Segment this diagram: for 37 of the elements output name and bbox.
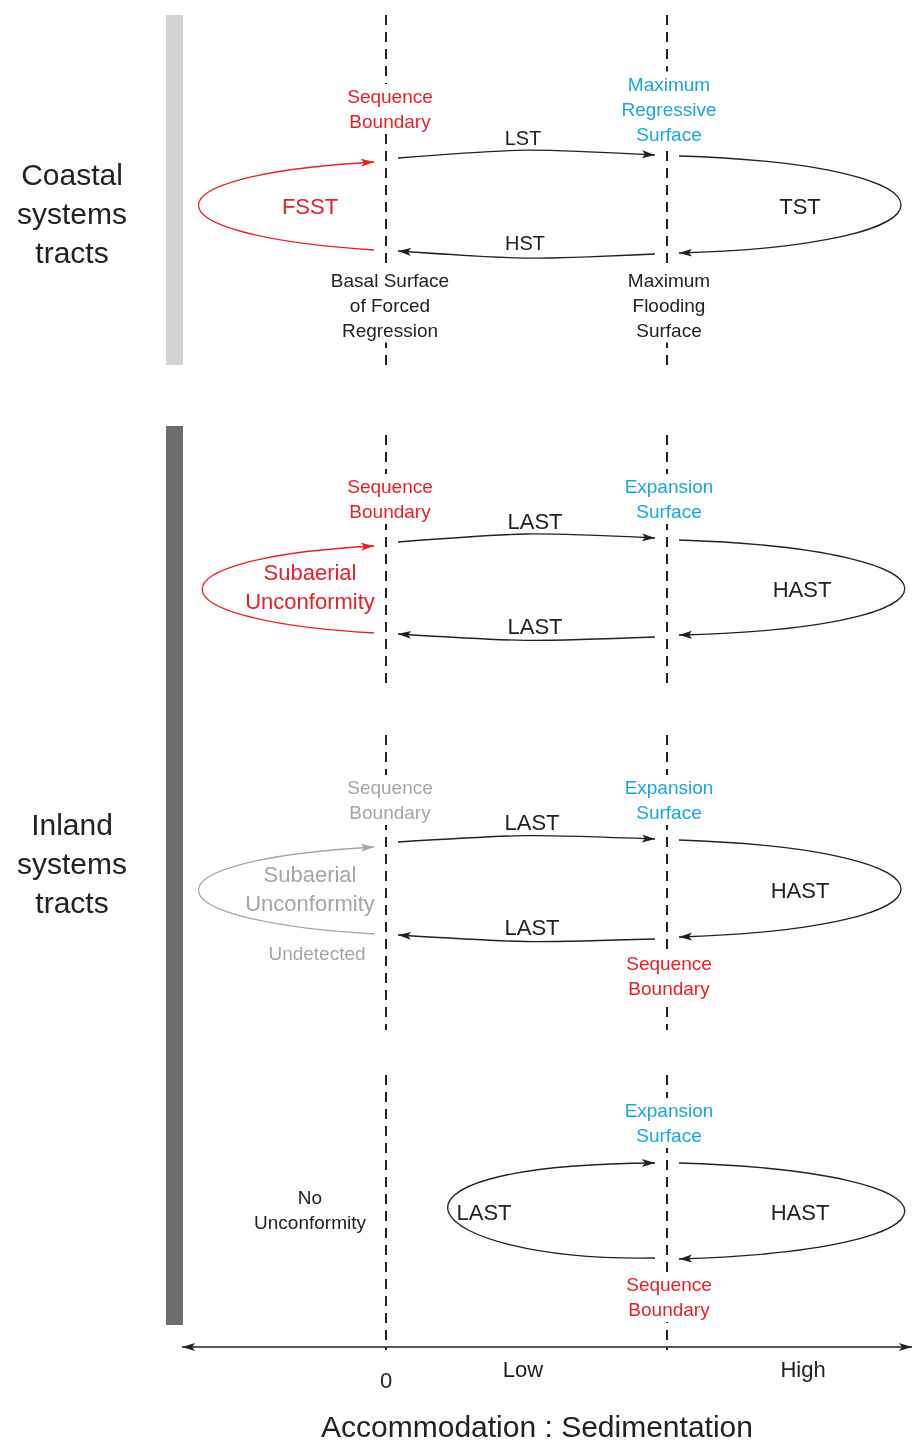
curved-arrow xyxy=(197,844,375,935)
surface-label: No Unconformity xyxy=(253,1186,367,1235)
axis-tick-label: 0 xyxy=(379,1366,393,1395)
curved-arrow xyxy=(201,543,375,634)
edge-label: HAST xyxy=(770,876,830,905)
axis-title: Accommodation : Sedimentation xyxy=(321,1408,753,1443)
axis-tick-label: Low xyxy=(502,1355,544,1384)
edge-label: HAST xyxy=(772,575,832,604)
curved-arrow xyxy=(197,159,375,251)
curved-arrow xyxy=(397,630,656,642)
curved-arrow xyxy=(678,839,902,941)
curved-arrow xyxy=(678,155,902,257)
curved-arrow xyxy=(397,533,656,543)
edge-label: LST xyxy=(504,126,542,151)
edge-label: HST xyxy=(505,231,545,256)
curved-arrow xyxy=(448,1159,656,1259)
edge-label: LAST xyxy=(456,1198,512,1227)
edge-label: LAST xyxy=(504,808,560,837)
curved-arrow xyxy=(397,247,656,259)
edge-label: LAST xyxy=(504,913,560,942)
edge-label: FSST xyxy=(281,192,339,221)
edge-label: Subaerial Unconformity xyxy=(244,559,376,616)
curved-arrow xyxy=(678,539,906,639)
edge-label: LAST xyxy=(507,612,563,641)
curved-arrow xyxy=(397,834,656,843)
axis-tick-label: High xyxy=(780,1355,826,1384)
side-bar xyxy=(166,15,183,365)
edge-label: LAST xyxy=(507,507,563,536)
group-label: Inland systems tracts xyxy=(16,806,128,921)
curved-arrow xyxy=(397,149,656,159)
edge-label: Subaerial Unconformity xyxy=(244,861,376,918)
edge-label: HAST xyxy=(770,1198,830,1227)
curved-arrow xyxy=(397,931,656,943)
group-label: Coastal systems tracts xyxy=(16,156,128,271)
edge-label: TST xyxy=(779,192,821,221)
side-bar xyxy=(166,426,183,1325)
curved-arrow xyxy=(678,1162,906,1263)
